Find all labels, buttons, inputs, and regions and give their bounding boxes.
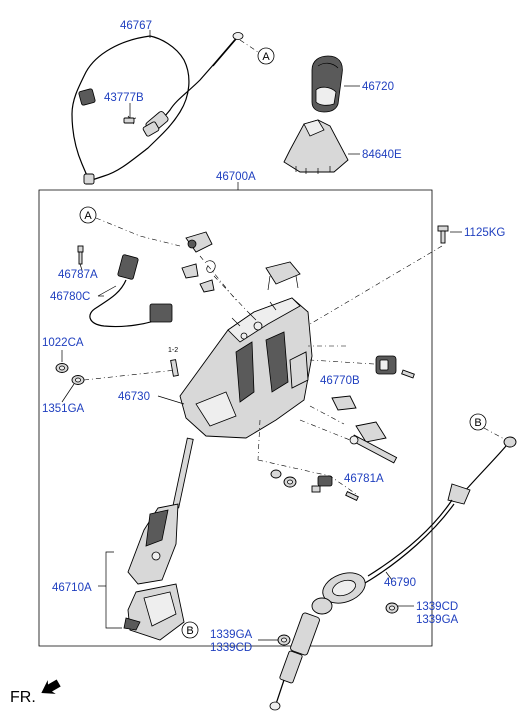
shift-knob-46720 (311, 55, 343, 113)
dashline-1125KG (299, 245, 443, 331)
label-46780C: 46780C (50, 291, 90, 303)
shift-cable-46790 (269, 427, 517, 711)
label-1339CD-bottom: 1339CD (210, 642, 252, 654)
ref-circle-b-right (469, 413, 487, 431)
label-1339GA-right: 1339GA (416, 614, 459, 626)
small-bolt (345, 491, 359, 501)
label-46781A: 46781A (344, 473, 384, 485)
assembly-frame (38, 189, 433, 647)
pin-46787A (77, 245, 84, 265)
nut-1022CA (55, 363, 69, 373)
dashline-46770B (308, 345, 375, 365)
label-46700A: 46700A (216, 171, 256, 183)
detent-spring-parts (181, 231, 301, 293)
shift-boot-84640E (283, 119, 349, 174)
ref-letter-a-top: A (262, 51, 270, 63)
label-46787A: 46787A (58, 269, 98, 281)
sensor-46781A (311, 475, 333, 493)
leader-46790 (385, 571, 393, 581)
label-1351GA: 1351GA (42, 403, 85, 415)
shift-lock-cable-46767 (71, 32, 244, 185)
stud-bolt (170, 359, 179, 377)
label-43777B: 43777B (104, 92, 144, 104)
nut-bottom (277, 634, 291, 646)
leader-46730 (157, 395, 185, 405)
shift-lever-46710A (123, 437, 194, 641)
nut-right (385, 602, 399, 614)
label-46790: 46790 (384, 577, 416, 589)
bracket-46710A (105, 551, 122, 629)
label-1339GA-bottom: 1339GA (210, 629, 253, 641)
scale-mark: 1-2 (168, 347, 178, 354)
dashline-detent (199, 255, 249, 313)
leader-1351GA (61, 383, 75, 403)
solenoid-46770B (375, 355, 415, 379)
bolt-1125KG (437, 225, 449, 244)
label-84640E: 84640E (362, 149, 402, 161)
leader-46787A (79, 263, 83, 271)
label-1022CA: 1022CA (42, 337, 84, 349)
ref-circle-b-frame (181, 621, 199, 639)
dashline-46781A (257, 419, 357, 495)
sensor-harness-46780C (89, 254, 173, 328)
front-direction-arrow-icon (41, 679, 61, 694)
label-46730: 46730 (118, 391, 150, 403)
ref-letter-a-frame: A (84, 210, 92, 222)
washer-and-nut (270, 469, 297, 488)
dashline-washers (83, 369, 177, 381)
label-46720: 46720 (362, 81, 394, 93)
ref-letter-b-frame: B (186, 625, 193, 637)
label-46767: 46767 (120, 20, 152, 32)
label-1339CD-right: 1339CD (416, 601, 458, 613)
leader-46780C (97, 285, 117, 297)
dashline-shaft (299, 405, 351, 441)
shift-lever-bracket-46730 (179, 297, 313, 439)
clip-plate (331, 395, 357, 411)
dashline-a-frame (95, 217, 181, 247)
lever-pin-and-shaft (349, 421, 398, 464)
dashline-a-top (239, 39, 259, 53)
label-1125KG: 1125KG (464, 227, 505, 239)
front-direction-label: FR. (10, 689, 36, 706)
ref-circle-a-top (257, 47, 275, 65)
label-46770B: 46770B (320, 375, 360, 387)
label-46710A: 46710A (52, 582, 92, 594)
ref-circle-a-frame (79, 206, 97, 224)
ref-letter-b-right: B (474, 417, 481, 429)
washer-1351GA (71, 375, 85, 385)
